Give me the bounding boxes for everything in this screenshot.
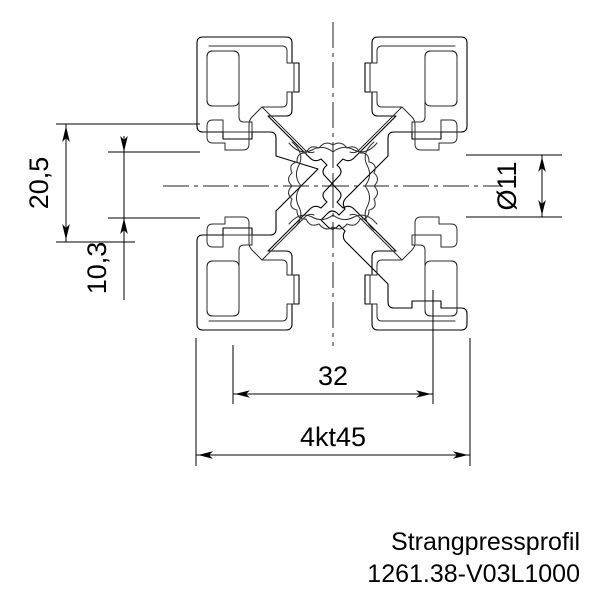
caption-line-1: Strangpressprofil bbox=[391, 528, 580, 556]
arrow-20-5-bottom bbox=[62, 224, 70, 240]
corner-block-bottom-right bbox=[369, 216, 458, 322]
arrow-20-5-top bbox=[62, 126, 70, 142]
central-bore-serrated bbox=[287, 142, 379, 230]
arrow-4kt45-left bbox=[198, 451, 213, 459]
arrow-4kt45-right bbox=[453, 451, 468, 459]
web-top-right bbox=[349, 106, 403, 154]
hub-flank-right bbox=[364, 141, 375, 231]
diagonal-webs bbox=[261, 106, 403, 261]
dim-label-diameter-11: Ø11 bbox=[492, 161, 522, 210]
t-slot-top-right bbox=[369, 45, 458, 151]
drawing-caption: Strangpressprofil 1261.38-V03L1000 bbox=[367, 528, 580, 588]
t-slot-groove-top-left bbox=[206, 50, 240, 107]
arrow-10-3-bottom bbox=[120, 218, 128, 234]
corner-block-top-left bbox=[206, 45, 295, 151]
t-slot-groove-bottom-left bbox=[206, 260, 240, 317]
dimension-diameter-11: Ø11 bbox=[466, 154, 562, 218]
dim-label-10-3: 10,3 bbox=[82, 242, 112, 295]
t-slot-groove-bottom-right bbox=[424, 260, 458, 317]
arrow-d11-bottom bbox=[538, 200, 546, 215]
web-bottom-right bbox=[349, 213, 403, 261]
hub-flank-left bbox=[291, 141, 302, 231]
t-slot-bottom-left bbox=[206, 216, 295, 322]
arrow-10-3-top bbox=[120, 136, 128, 152]
arrow-d11-top bbox=[538, 157, 546, 172]
arrow-32-left bbox=[235, 390, 250, 398]
hub-flank-top bbox=[288, 142, 378, 153]
t-slot-groove-top-right bbox=[424, 50, 458, 107]
hub-flank-bottom bbox=[288, 214, 378, 225]
hub-flanks bbox=[288, 141, 378, 231]
dimension-4kt45: 4kt45 bbox=[195, 338, 471, 466]
dimension-10-3: 10,3 bbox=[82, 136, 200, 300]
corner-block-top-right bbox=[369, 45, 458, 151]
dim-label-4kt45: 4kt45 bbox=[300, 422, 366, 452]
dim-label-20-5: 20,5 bbox=[24, 157, 54, 210]
arrow-32-right bbox=[416, 390, 431, 398]
dimension-20-5: 20,5 bbox=[24, 123, 200, 243]
t-slot-top-left bbox=[206, 45, 295, 151]
web-top-left bbox=[261, 106, 315, 154]
t-slot-bottom-right bbox=[369, 216, 458, 322]
profile-outer-contour bbox=[196, 36, 468, 331]
web-bottom-left bbox=[261, 213, 315, 261]
caption-line-2: 1261.38-V03L1000 bbox=[367, 560, 580, 588]
dim-label-32: 32 bbox=[318, 361, 348, 391]
central-bore-group bbox=[287, 142, 379, 230]
corner-block-bottom-left bbox=[206, 216, 295, 322]
dimension-32: 32 bbox=[232, 290, 434, 404]
profile-cross-section bbox=[196, 36, 468, 331]
